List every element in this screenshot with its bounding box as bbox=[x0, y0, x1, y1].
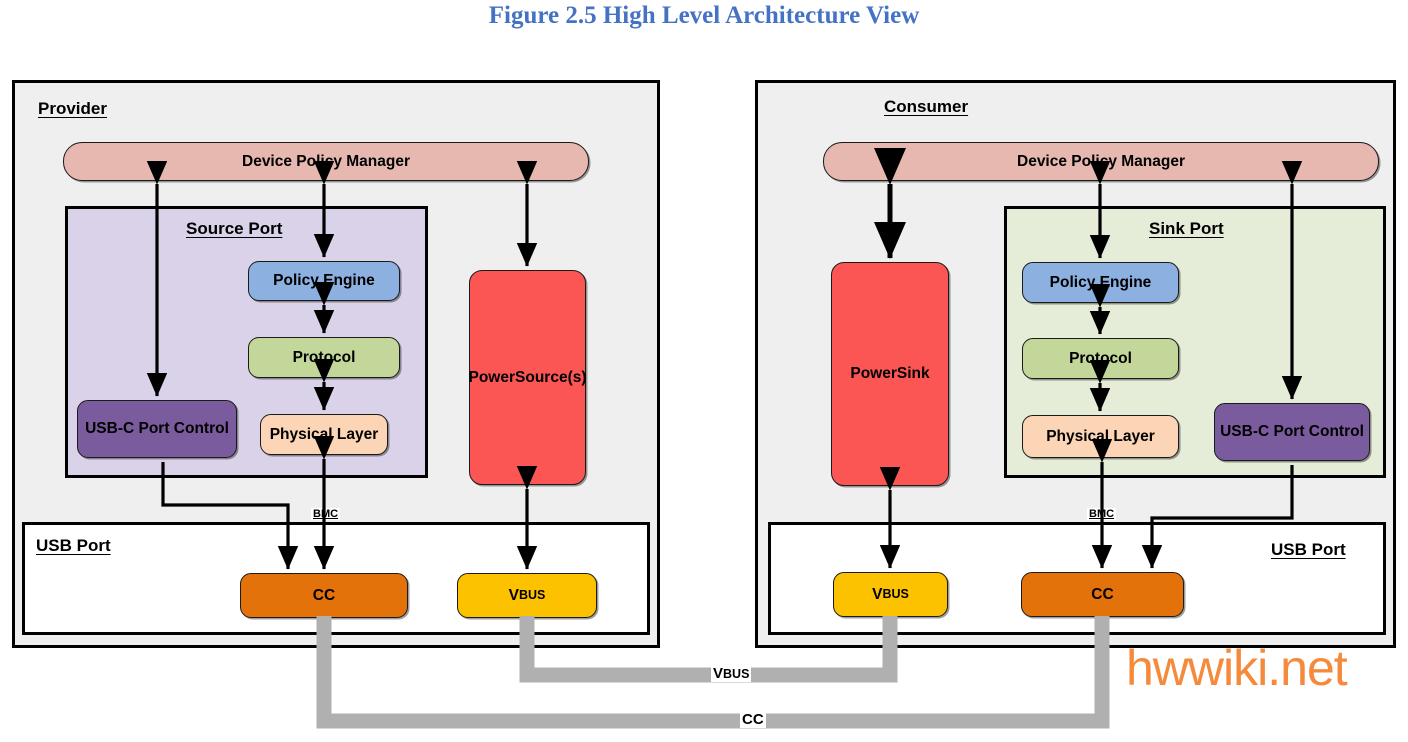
cable-vbus-prefix: V bbox=[713, 665, 724, 682]
provider-panel-label: Provider bbox=[38, 99, 107, 118]
provider-usb-port-label: USB Port bbox=[36, 536, 111, 555]
sink-port-label: Sink Port bbox=[1149, 219, 1224, 238]
consumer-cc-pin[interactable]: CC bbox=[1021, 572, 1184, 617]
power-sink-block[interactable]: Power Sink bbox=[831, 262, 949, 486]
cable-vbus-label: VBUS bbox=[711, 665, 752, 682]
provider-vbus-suffix: BUS bbox=[518, 588, 546, 603]
consumer-bmc-label: BMC bbox=[1087, 508, 1117, 520]
consumer-policy-engine[interactable]: Policy Engine bbox=[1022, 262, 1179, 303]
power-source-block[interactable]: Power Source(s) bbox=[468, 270, 587, 485]
power-sink-line1: Power bbox=[850, 365, 897, 383]
cable-vbus-suffix: BUS bbox=[723, 667, 750, 681]
provider-physical-layer[interactable]: Physical Layer bbox=[260, 414, 388, 455]
power-source-line1: Power bbox=[468, 368, 516, 386]
power-source-line2: Source(s) bbox=[515, 368, 587, 386]
consumer-physical-layer[interactable]: Physical Layer bbox=[1022, 415, 1179, 458]
consumer-usb-c-port-control[interactable]: USB-C Port Control bbox=[1214, 403, 1370, 461]
provider-device-policy-manager[interactable]: Device Policy Manager bbox=[63, 142, 589, 181]
provider-protocol[interactable]: Protocol bbox=[248, 337, 400, 378]
figure-title: Figure 2.5 High Level Architecture View bbox=[488, 2, 920, 29]
site-watermark: hwwiki.net bbox=[1126, 640, 1348, 696]
consumer-device-policy-manager[interactable]: Device Policy Manager bbox=[823, 142, 1379, 181]
consumer-protocol[interactable]: Protocol bbox=[1022, 338, 1179, 379]
consumer-vbus-suffix: BUS bbox=[882, 587, 909, 602]
consumer-vbus-prefix: V bbox=[872, 585, 883, 603]
consumer-panel-label: Consumer bbox=[884, 97, 969, 116]
provider-policy-engine[interactable]: Policy Engine bbox=[248, 261, 400, 301]
consumer-usb-port-label: USB Port bbox=[1271, 540, 1346, 559]
provider-bmc-label: BMC bbox=[311, 508, 341, 520]
cable-cc-label: CC bbox=[740, 711, 766, 728]
source-port-label: Source Port bbox=[186, 219, 283, 238]
provider-usb-c-port-control[interactable]: USB-C Port Control bbox=[77, 400, 237, 458]
provider-vbus-prefix: V bbox=[508, 586, 519, 604]
power-sink-line2: Sink bbox=[896, 365, 930, 383]
provider-cc-pin[interactable]: CC bbox=[240, 573, 408, 618]
